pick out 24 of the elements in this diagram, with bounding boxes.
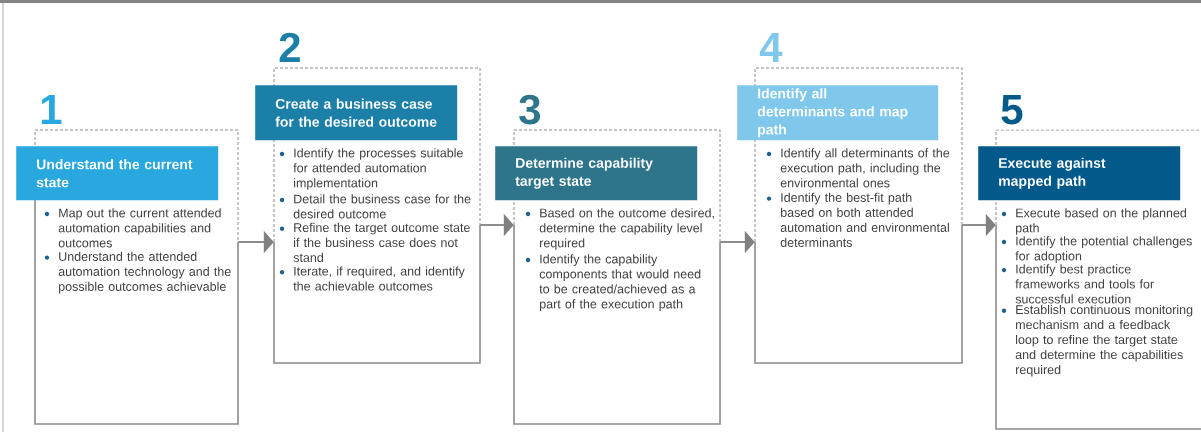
bullet-item: Identify best practice frameworks and tools for successful execution: [1001, 264, 1154, 304]
bullet-item: Identify the capability components that would need to be created/achieved as a part of the execution path: [525, 254, 701, 311]
step-number: 5: [1001, 95, 1023, 125]
step-number: 4: [759, 33, 783, 62]
bullet-item: Iterate, if required, and identify the achievable outcomes: [279, 266, 465, 291]
step-number: 2: [279, 32, 300, 62]
bullet-item: Execute based on the planned path: [1001, 208, 1187, 235]
step-heading: Identify all determinants and map path: [737, 85, 939, 141]
step-heading: Create a business case for the desired outcome: [255, 85, 458, 141]
step-number: 1: [41, 95, 62, 124]
bullet-item: Identify all determinants of the execution path, including the environmental ones: [766, 148, 950, 188]
bullet-item: Identify the processes suitable for attended automation implementation: [279, 148, 463, 190]
bullet-item: Refine the target outcome state if the business case does not stand: [279, 222, 470, 262]
step-number: 3: [519, 94, 541, 125]
bullet-item: Identify the potential challenges for adoption: [1001, 236, 1192, 263]
step-heading: Execute against mapped path: [978, 146, 1181, 201]
bullet-item: Detail the business case for the desired outcome: [279, 194, 471, 219]
step-heading: Understand the current state: [16, 146, 219, 201]
bullet-item: Identify the best-fit path based on both attended automation and environmental determinants: [766, 192, 949, 247]
bullet-item: Based on the outcome desired, determine the capability level required: [525, 208, 714, 250]
bullet-item: Understand the attended automation technology and the possible outcomes achievable: [44, 251, 231, 294]
bullet-item: Establish continuous monitoring mechanism and a feedback loop to refine the target state and determine the capabilities required: [1001, 304, 1193, 377]
bullet-item: Map out the current attended automation capabilities and outcomes: [44, 208, 221, 248]
step-heading: Determine capability target state: [495, 146, 698, 201]
